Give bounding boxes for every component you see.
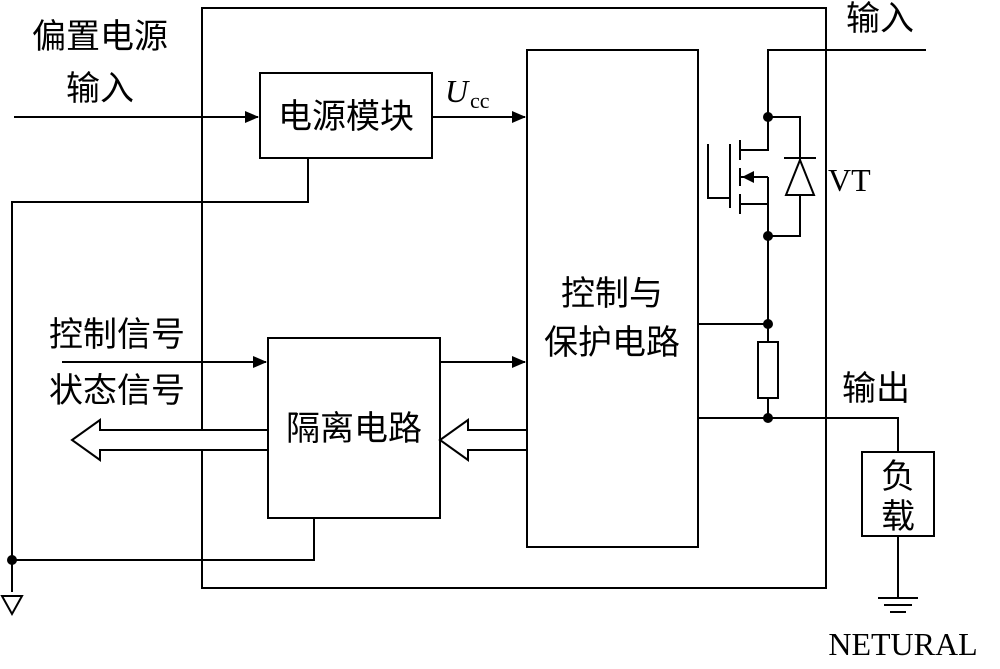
ground-triangle-symbol: [0, 595, 24, 617]
control-to-isolation-hollow-arrow: [438, 418, 528, 462]
control-protection-label-line2: 保护电路: [544, 323, 680, 363]
output-label: 输出: [842, 369, 910, 409]
isolation-circuit-label: 隔离电路: [286, 409, 422, 449]
status-signal-hollow-arrow: [70, 418, 269, 462]
bias-power-input-label-line2: 输入: [66, 69, 134, 109]
neutral-label: NETURAL: [828, 626, 977, 662]
earth-ground-symbol: [878, 597, 918, 613]
control-protection-label-line1: 控制与: [561, 274, 663, 314]
power-module-label: 电源模块: [278, 97, 414, 137]
input-wire: [767, 49, 926, 117]
mosfet-vt-symbol: [707, 117, 769, 236]
load-label-line2: 载: [881, 497, 915, 537]
output-wire: [768, 417, 899, 452]
bias-power-input-label-line1: 偏置电源: [32, 17, 168, 57]
ucc-subscript: cc: [470, 88, 490, 113]
vt-label: VT: [828, 162, 871, 198]
ucc-label: U: [445, 73, 470, 109]
sense-resistor: [757, 341, 779, 399]
body-diode-symbol: [768, 116, 816, 237]
enclosure-frame: [201, 7, 827, 589]
power-module-block: [259, 72, 433, 159]
isolation-ground-wire: [12, 518, 315, 561]
power-ground-wire: [11, 158, 309, 592]
load-label-line1: 负: [881, 457, 915, 497]
input-label: 输入: [846, 0, 914, 39]
ground-junction-dot: [7, 555, 17, 565]
load-block: [861, 451, 935, 537]
control-signal-label: 控制信号: [49, 315, 185, 355]
status-signal-label: 状态信号: [49, 371, 185, 411]
control-protection-block: [526, 49, 699, 548]
isolation-circuit-block: [267, 337, 441, 519]
